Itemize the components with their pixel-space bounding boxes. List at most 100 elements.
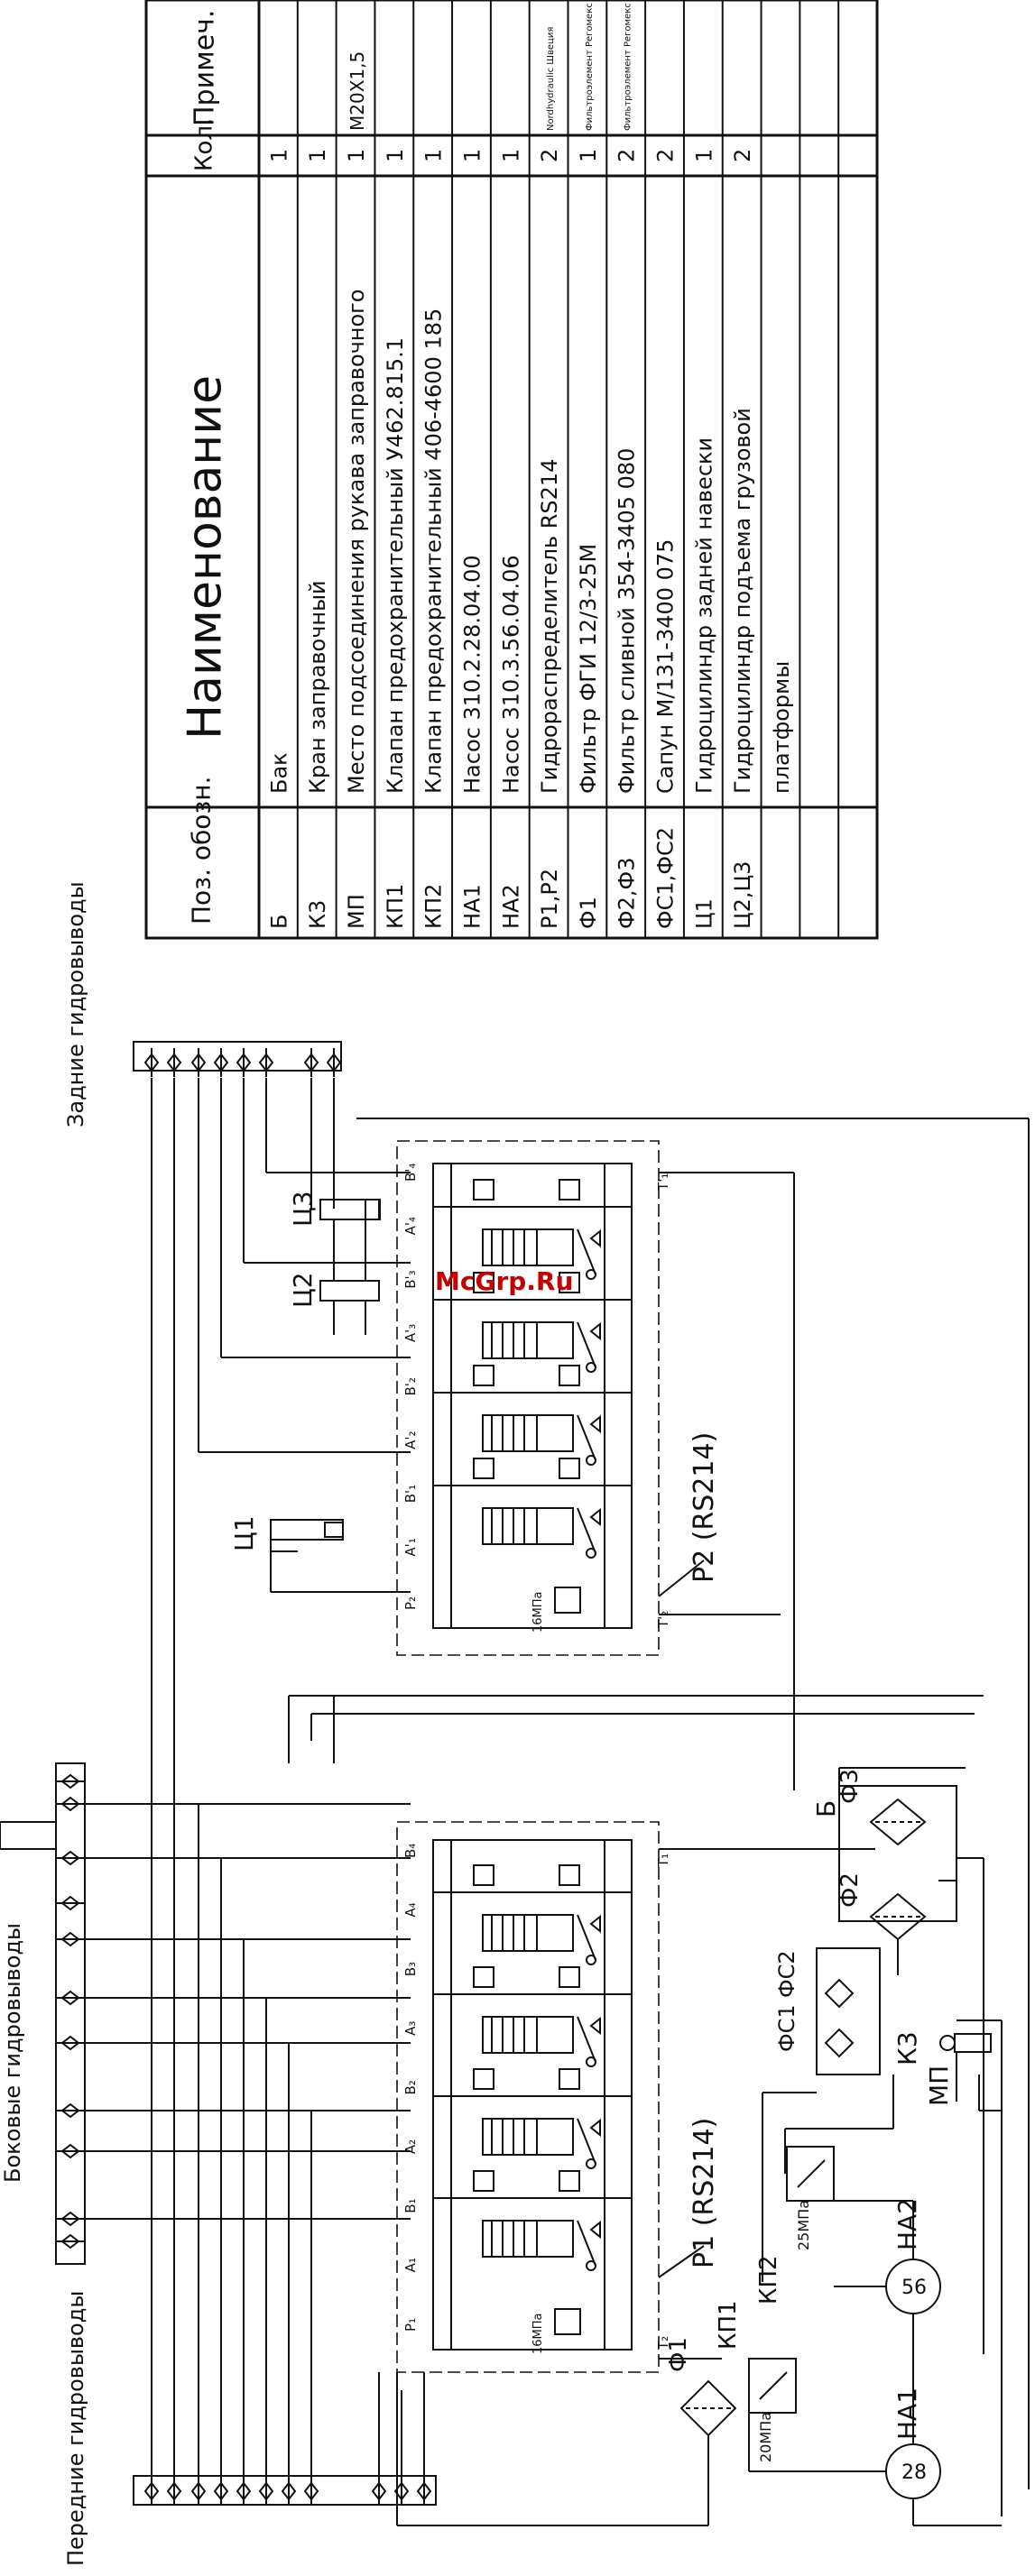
cylinder-c1: Ц1 (229, 1515, 344, 1592)
header-name: Наименование (179, 375, 233, 740)
table-cell-note: М20Х1,5 (347, 51, 368, 131)
table-cell-pos: Ц2,Ц3 (730, 861, 755, 929)
table-cell-qty: 1 (576, 149, 601, 162)
valve-port-label: Т'₂ (655, 1611, 671, 1629)
quick-coupler (213, 2477, 229, 2506)
relief-setting: 16МПа (531, 2314, 545, 2355)
valve-port-label: А'₂ (402, 1431, 419, 1449)
fs2-label: ФС2 (774, 1950, 799, 1998)
valve-port-label: В'₄ (402, 1164, 419, 1182)
quick-coupler (393, 2477, 410, 2506)
fs1-label: ФС1 (774, 2004, 799, 2052)
tank-label: Б (811, 1800, 841, 1817)
kp2-setting: 25МПа (795, 2200, 812, 2250)
quick-coupler (416, 2477, 432, 2506)
table-cell-name: Фильтр ФГИ 12/3-25М (576, 544, 601, 794)
valve-port-label: В'₁ (402, 1485, 419, 1503)
table-cell-name: Гидроцилиндр задней навески (691, 437, 716, 794)
table-cell-name: Место подсоединения рукава заправочного (344, 290, 369, 794)
rear-couplers (143, 1048, 342, 1077)
table-cell-name: Клапан предохранительный У462.815.1 (383, 337, 408, 794)
table-cell-pos: Ц1 (691, 898, 716, 929)
quick-coupler (56, 1895, 85, 1911)
kp2-label: КП2 (755, 2255, 782, 2305)
quick-coupler (166, 2477, 182, 2506)
supply-lines (0, 1078, 1030, 2489)
k3-label: К3 (892, 2031, 922, 2065)
pump-block: Ф1 20МПа КП1 25МПа КП2 28 НА1 56 НА2 (665, 2031, 992, 2499)
rear-outputs-label: Задние гидровыводы (63, 881, 88, 1127)
valve-port-label: А₁ (402, 2258, 419, 2272)
quick-coupler (56, 2143, 85, 2159)
quick-coupler (303, 1048, 319, 1077)
relief-valve-kp1: 20МПа КП1 (715, 2300, 797, 2462)
quick-coupler (190, 1048, 207, 1077)
valve-port-label: В₃ (402, 1962, 419, 1976)
quick-coupler (56, 1773, 85, 1789)
parts-table: Поз. обозн.НаименованиеКол.Примеч.ББак1К… (144, 0, 879, 940)
table-cell-name: Насос 310.3.56.04.06 (498, 555, 523, 794)
valve-port-label: В₁ (402, 2198, 419, 2213)
table-cell-pos: МП (344, 894, 369, 929)
p2-leader (658, 1559, 705, 1597)
p1-leader (658, 2245, 705, 2278)
table-cell-name: платформы (769, 661, 794, 794)
front-outputs-label: Передние гидровыводы (63, 2291, 88, 2566)
table-cell-pos: КП2 (421, 884, 447, 929)
kp1-setting: 20МПа (757, 2412, 774, 2462)
quick-coupler (56, 2211, 85, 2227)
valve-port-label: А₃ (402, 2021, 419, 2036)
breather-fs1: ФС1 (774, 2004, 855, 2058)
valve-port-label: В'₃ (402, 1270, 419, 1288)
valve-port-label: А₂ (402, 2139, 419, 2154)
quick-coupler (258, 2477, 274, 2506)
table-cell-name: Клапан предохранительный 406-4600 185 (421, 308, 447, 794)
tank (838, 1785, 957, 1922)
quick-coupler (213, 1048, 229, 1077)
table-cell-pos: Ф2,Ф3 (615, 858, 640, 930)
table-cell-name: Сапун М/131-3400 075 (653, 539, 679, 794)
cylinder-c2: Ц2 (288, 1272, 380, 1335)
table-cell-pos: НА1 (459, 884, 485, 929)
front-outputs-block: Передние гидровыводы (63, 2291, 437, 2566)
side-outputs-manifold (55, 1762, 86, 2265)
side-couplers (56, 1773, 85, 2249)
p2-body (432, 1163, 633, 1629)
quick-coupler (143, 1048, 160, 1077)
watermark: McGrp.Ru (435, 1266, 573, 1296)
cylinders: Ц3 Ц2 Ц1 (229, 1191, 381, 1592)
cylinder-c3: Ц3 (288, 1191, 381, 1281)
quick-coupler (166, 1048, 182, 1077)
valve-port-label: А'₁ (402, 1538, 419, 1556)
na2-displacement: 56 (901, 2277, 927, 2299)
table-cell-qty: 2 (653, 149, 679, 162)
valve-port-label: А'₃ (402, 1324, 419, 1342)
table-cell-name: Фильтр сливной 354-3405 080 (615, 448, 640, 794)
table-cell-name: Гидроцилиндр подъема грузовой (730, 408, 755, 794)
quick-coupler (143, 2477, 160, 2506)
front-couplers (143, 2477, 432, 2506)
valve-port-label: Т₁ (655, 1854, 671, 1868)
p1-dashed-boundary (396, 1821, 660, 2373)
breather-housing (816, 1947, 881, 2075)
table-cell-name: Кран заправочный (305, 580, 330, 794)
quick-coupler (56, 2035, 85, 2051)
filter-f1: Ф1 (665, 2337, 737, 2437)
table-cell-qty: 2 (730, 149, 755, 162)
mp-label: МП (924, 2065, 954, 2106)
table-cell-name: Насос 310.2.28.04.00 (459, 555, 485, 794)
quick-coupler (303, 2477, 319, 2506)
c1-label: Ц1 (229, 1515, 259, 1551)
p2-dashed-boundary (396, 1140, 660, 1656)
table-cell-qty: 1 (421, 149, 447, 162)
p1-body (432, 1839, 633, 2351)
breather-fs2: ФС2 (774, 1950, 855, 2009)
header-pos: Поз. обозн. (187, 777, 217, 925)
table-cell-pos: КП1 (383, 884, 408, 929)
table-cell-qty: 1 (383, 149, 408, 162)
quick-coupler (56, 1931, 85, 1947)
filter-f2: Ф2 (836, 1872, 927, 1941)
table-text: Поз. обозн.НаименованиеКол.Примеч.ББак1К… (179, 0, 794, 929)
